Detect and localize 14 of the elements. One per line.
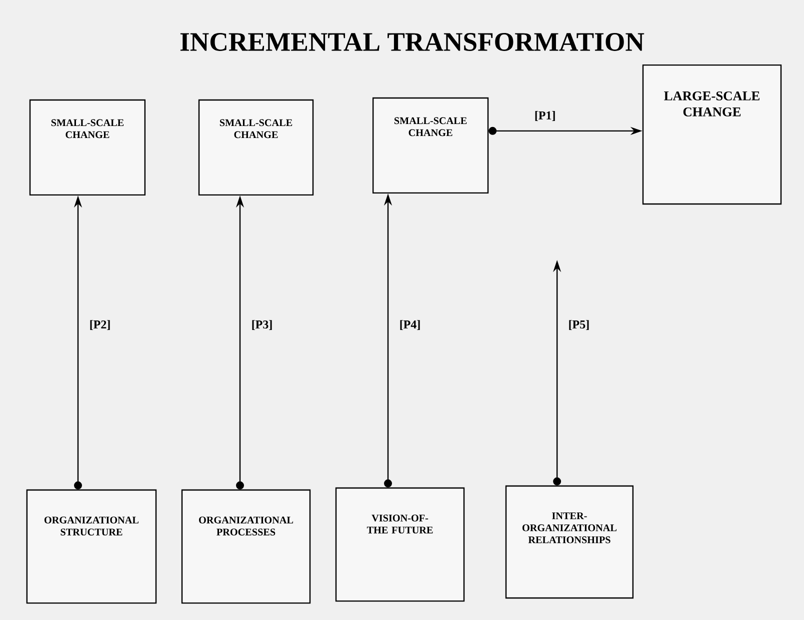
concept-box: ORGANIZATIONAL PROCESSES (181, 489, 311, 604)
concept-box: SMALL-SCALE CHANGE (372, 97, 489, 194)
edge-label: [P4] (400, 320, 420, 330)
edge-label: [P1] (535, 111, 555, 121)
concept-box: LARGE-SCALE CHANGE (642, 64, 782, 205)
edge-label: [P5] (569, 320, 589, 330)
concept-box: SMALL-SCALE CHANGE (29, 99, 146, 196)
concept-box: ORGANIZATIONAL STRUCTURE (26, 489, 157, 604)
edge-label: [P2] (90, 320, 110, 330)
edge-label: [P3] (252, 320, 272, 330)
concept-box: VISION-OF-THE FUTURE (335, 487, 465, 602)
concept-box: INTER-ORGANIZATIONAL RELATIONSHIPS (505, 485, 634, 599)
title: INCREMENTAL TRANSFORMATION (180, 33, 644, 51)
concept-box: SMALL-SCALE CHANGE (198, 99, 314, 196)
